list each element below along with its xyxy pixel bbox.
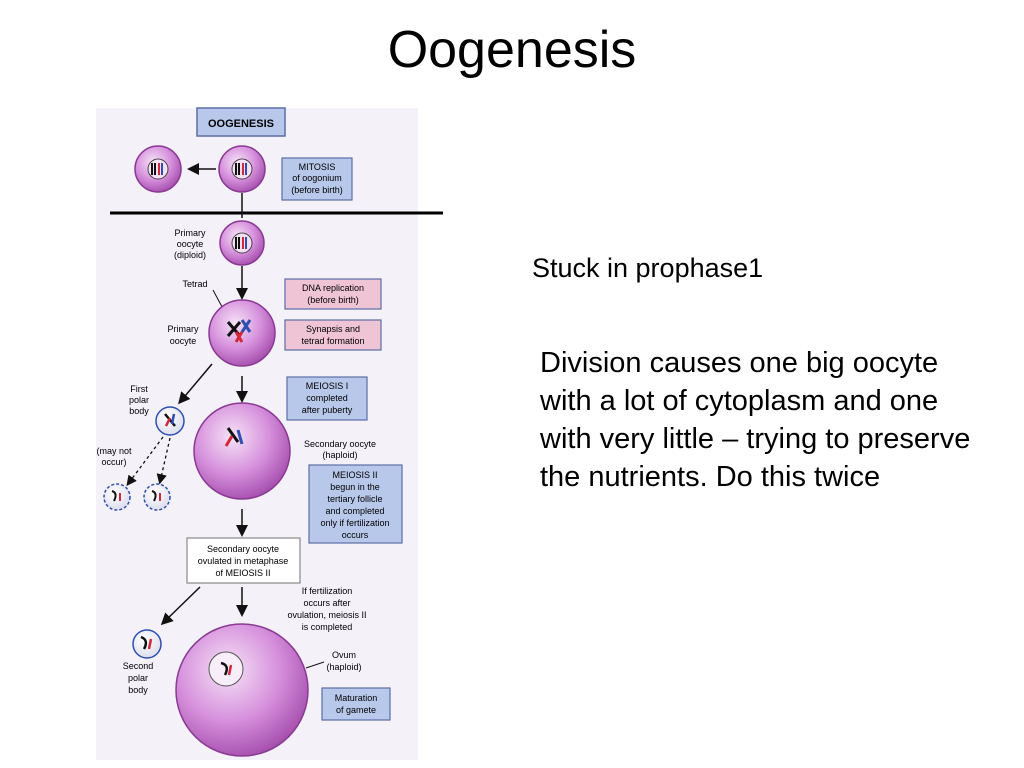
svg-text:begun in the: begun in the <box>330 482 380 492</box>
svg-text:(may not: (may not <box>96 446 132 456</box>
meiosis1-box: MEIOSIS I completed after puberty <box>286 376 368 421</box>
svg-text:Secondary oocyte: Secondary oocyte <box>304 439 376 449</box>
svg-text:of MEIOSIS II: of MEIOSIS II <box>215 568 270 578</box>
svg-text:First: First <box>130 384 148 394</box>
svg-text:oocyte: oocyte <box>170 336 197 346</box>
svg-text:DNA replication: DNA replication <box>302 283 364 293</box>
mitosis-box: MITOSIS of oogonium (before birth) <box>281 157 353 201</box>
fertilization-note: If fertilization occurs after ovulation,… <box>287 586 366 632</box>
first-polar-body-label: First polar body <box>129 384 149 416</box>
first-polar-body-cell <box>155 406 185 436</box>
may-not-occur-label: (may not occur) <box>96 446 132 467</box>
synapsis-box: Synapsis and tetrad formation <box>284 319 382 351</box>
svg-text:Maturation: Maturation <box>335 693 378 703</box>
svg-text:Primary: Primary <box>168 324 199 334</box>
svg-text:only if fertilization: only if fertilization <box>320 518 389 528</box>
svg-text:(diploid): (diploid) <box>174 250 206 260</box>
meiosis2-box: MEIOSIS II begun in the tertiary follicl… <box>308 464 403 544</box>
dashed-arrow-right <box>156 437 171 485</box>
svg-text:Synapsis and: Synapsis and <box>306 324 360 334</box>
ovum-cell <box>175 623 309 757</box>
svg-text:MEIOSIS I: MEIOSIS I <box>306 381 349 391</box>
secondary-oocyte-haploid-label: Secondary oocyte (haploid) <box>304 439 376 460</box>
svg-text:(haploid): (haploid) <box>322 450 357 460</box>
svg-text:occurs after: occurs after <box>303 598 350 608</box>
svg-text:polar: polar <box>129 395 149 405</box>
svg-text:after puberty: after puberty <box>302 405 353 415</box>
svg-text:oocyte: oocyte <box>177 239 204 249</box>
svg-text:body: body <box>128 685 148 695</box>
slide-title: Oogenesis <box>387 21 637 79</box>
primary-oocyte-label: Primary oocyte <box>168 324 199 346</box>
svg-text:(before birth): (before birth) <box>307 295 359 305</box>
ovum-label: Ovum (haploid) <box>326 650 361 672</box>
dashed-arrow-left <box>126 436 164 487</box>
svg-text:OOGENESIS: OOGENESIS <box>208 118 274 130</box>
svg-text:Second: Second <box>123 661 154 671</box>
extra-polar-body-left <box>103 483 131 511</box>
primary-oocyte-diploid-cell <box>219 220 265 266</box>
ovum-pointer <box>305 661 325 669</box>
dna-replication-box: DNA replication (before birth) <box>284 278 382 310</box>
oogonium-daughter-cell <box>134 145 182 193</box>
note-prophase: Stuck in prophase1 <box>532 253 764 283</box>
svg-text:tetrad formation: tetrad formation <box>301 336 364 346</box>
svg-text:MEIOSIS II: MEIOSIS II <box>332 470 377 480</box>
svg-text:ovulated in metaphase: ovulated in metaphase <box>198 556 289 566</box>
arrow-to-second-polar-body <box>160 586 201 626</box>
svg-text:completed: completed <box>306 393 348 403</box>
maturation-box: Maturation of gamete <box>321 687 391 721</box>
svg-text:occur): occur) <box>101 457 126 467</box>
svg-text:ovulation, meiosis II: ovulation, meiosis II <box>287 610 366 620</box>
svg-text:Secondary oocyte: Secondary oocyte <box>207 544 279 554</box>
svg-text:of oogonium: of oogonium <box>292 173 342 183</box>
primary-oocyte-cell <box>208 299 276 367</box>
svg-text:of gamete: of gamete <box>336 705 376 715</box>
svg-text:Primary: Primary <box>175 228 206 238</box>
svg-text:polar: polar <box>128 673 148 683</box>
svg-text:MITOSIS: MITOSIS <box>299 162 336 172</box>
ovulated-oocyte-box: Secondary oocyte ovulated in metaphase o… <box>186 537 301 584</box>
oogonium-cell <box>218 145 266 193</box>
svg-text:If fertilization: If fertilization <box>302 586 353 596</box>
arrow-to-first-polar-body <box>178 363 213 405</box>
extra-polar-body-right <box>143 483 171 511</box>
second-polar-body-label: Second polar body <box>123 661 154 695</box>
svg-text:occurs: occurs <box>342 530 369 540</box>
svg-text:(before birth): (before birth) <box>291 185 343 195</box>
note-division: Division causes one big oocyte with a lo… <box>540 347 971 493</box>
svg-text:is completed: is completed <box>302 622 353 632</box>
svg-text:Ovum: Ovum <box>332 650 356 660</box>
second-polar-body-cell <box>132 629 162 659</box>
primary-oocyte-diploid-label: Primary oocyte (diploid) <box>174 228 206 260</box>
oogenesis-header-box: OOGENESIS <box>196 107 286 137</box>
secondary-oocyte-cell <box>193 402 291 500</box>
svg-text:body: body <box>129 406 149 416</box>
svg-text:(haploid): (haploid) <box>326 662 361 672</box>
svg-text:and completed: and completed <box>325 506 384 516</box>
svg-text:tertiary follicle: tertiary follicle <box>327 494 382 504</box>
tetrad-label: Tetrad <box>182 279 207 289</box>
